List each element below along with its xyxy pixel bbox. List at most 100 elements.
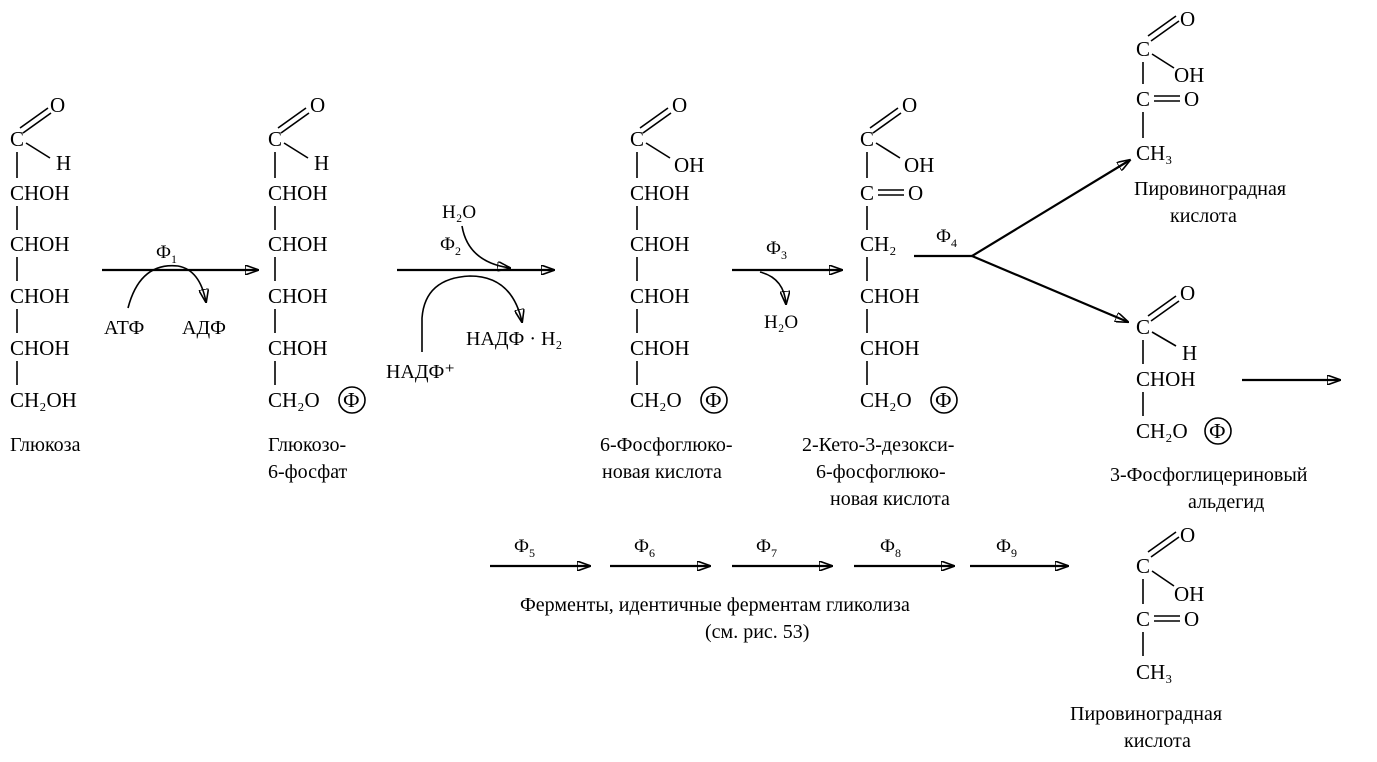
group-ch3: CH₃ [1136,660,1173,684]
label-pyruvate2-line1: Пировиноградная [1070,703,1222,725]
atom-c1: C [1136,554,1150,578]
label-nadph: НАДФ · H₂ [466,328,562,350]
group-ch2o: CH₂O [630,388,682,412]
bond [277,107,307,129]
label-kdpg-line3: новая кислота [830,488,950,510]
water-arrow [759,271,786,304]
atom-o: O [50,93,65,117]
bond [1150,20,1180,42]
group-oh: OH [1174,63,1204,87]
nadp-arrow [421,275,522,352]
enzyme-label-6: Ф6 [634,536,655,560]
bond [1147,295,1177,317]
group-ch2o: CH₂O [268,388,320,412]
phosphate-symbol: Ф [935,388,952,412]
atom-keto-o: O [908,181,923,205]
label-g3p-line1: 3-Фосфоглицериновый [1110,464,1308,486]
step-4: Ф4 [914,160,1130,322]
atom-c1: C [268,127,282,151]
atom-c1: C [10,127,24,151]
atom-keto-c: C [1136,607,1150,631]
atom-o: O [1180,281,1195,305]
bond [872,112,902,134]
bond [869,107,899,129]
atom-c1: C [1136,37,1150,61]
enzyme-label-5: Ф5 [514,536,535,560]
arrow-to-pyruvate [971,160,1130,257]
phosphate-symbol: Ф [343,388,360,412]
molecule-g3p: O C H CHOH CH₂O Ф 3-Фосфоглицериновый ал… [1110,281,1340,513]
molecule-glucose: O C H CHOH CHOH CHOH CHOH CH₂OH Глюкоза [10,93,81,456]
group-choh: CHOH [268,181,328,205]
group-choh: CHOH [630,284,690,308]
phosphate-circle [930,386,958,414]
cofactor-arrow [127,264,206,309]
label-pgluc-line2: новая кислота [602,461,722,483]
enzyme-label: Ф2 [440,234,461,258]
enzyme-label-8: Ф8 [880,536,901,560]
bond [639,107,669,129]
group-choh-4: CHOH [10,336,70,360]
phosphate-circle [1204,417,1232,445]
group-choh: CHOH [268,232,328,256]
label-g3p-line2: альдегид [1188,491,1264,513]
atom-keto-c: C [1136,87,1150,111]
atom-h: H [56,151,71,175]
bond [280,112,310,134]
atom-h: H [314,151,329,175]
atom-c1: C [1136,315,1150,339]
atom-o: O [672,93,687,117]
atom-keto-o: O [1184,87,1199,111]
step-3: Ф3 H₂O [732,238,842,333]
molecule-kdpg: O C OH C O CH₂ CHOH CHOH CH₂O Ф 2-Кето-3… [802,93,958,510]
enzyme-label-9: Ф9 [996,536,1017,560]
bond [1147,531,1177,553]
bond [642,112,672,134]
label-nadp: НАДФ⁺ [386,361,455,383]
label-pyruvate2-line2: кислота [1124,730,1191,752]
label-adp: АДФ [182,317,226,339]
atom-o: O [1180,523,1195,547]
water-arrow [461,225,510,268]
group-choh: CHOH [630,181,690,205]
atom-keto-o: O [1184,607,1199,631]
phosphate-symbol: Ф [1209,419,1226,443]
enzyme-label: Ф3 [766,238,787,262]
label-kdpg-line1: 2-Кето-3-дезокси- [802,434,954,456]
group-oh: OH [1174,582,1204,606]
group-ch2oh: CH₂OH [10,388,77,412]
label-kdpg-line2: 6-фосфоглюко- [816,461,946,483]
bond [1151,53,1175,69]
phosphate-circle [338,386,366,414]
group-choh: CHOH [630,232,690,256]
group-ch2o: CH₂O [1136,419,1188,443]
group-ch3: CH₃ [1136,141,1173,165]
group-choh: CHOH [268,284,328,308]
label-g6p-line1: Глюкозо- [268,434,346,456]
group-ch2o: CH₂O [860,388,912,412]
arrow-to-g3p [971,254,1128,322]
label-pyruvate1-line1: Пировиноградная [1134,178,1286,200]
step-2: H₂O Ф2 НАДФ · H₂ НАДФ⁺ [386,202,562,383]
caption-line2: (см. рис. 53) [705,621,809,643]
atom-o: O [310,93,325,117]
bond [1151,331,1177,347]
bond [283,142,309,159]
atom-c1: C [630,127,644,151]
bond [1150,300,1180,322]
bond [1147,15,1177,37]
group-chohh-1: CHOH [10,181,70,205]
enzyme-label-7: Ф7 [756,536,777,560]
bond [875,142,901,159]
molecule-6-phosphogluconate: O C OH CHOH CHOH CHOH CHOH CH₂O Ф 6-Фосф… [600,93,733,483]
caption-line1: Ферменты, идентичные ферментам гликолиза [520,594,910,616]
glycolysis-steps: Ф5 Ф6 Ф7 Ф8 Ф9 Ферменты, идентичные ферм… [490,536,1068,643]
label-water: H₂O [442,202,476,223]
bond [645,142,671,159]
label-pyruvate1-line2: кислота [1170,205,1237,227]
group-choh: CHOH [268,336,328,360]
bond-c-o-double-a [19,107,49,129]
bond [1151,570,1175,587]
